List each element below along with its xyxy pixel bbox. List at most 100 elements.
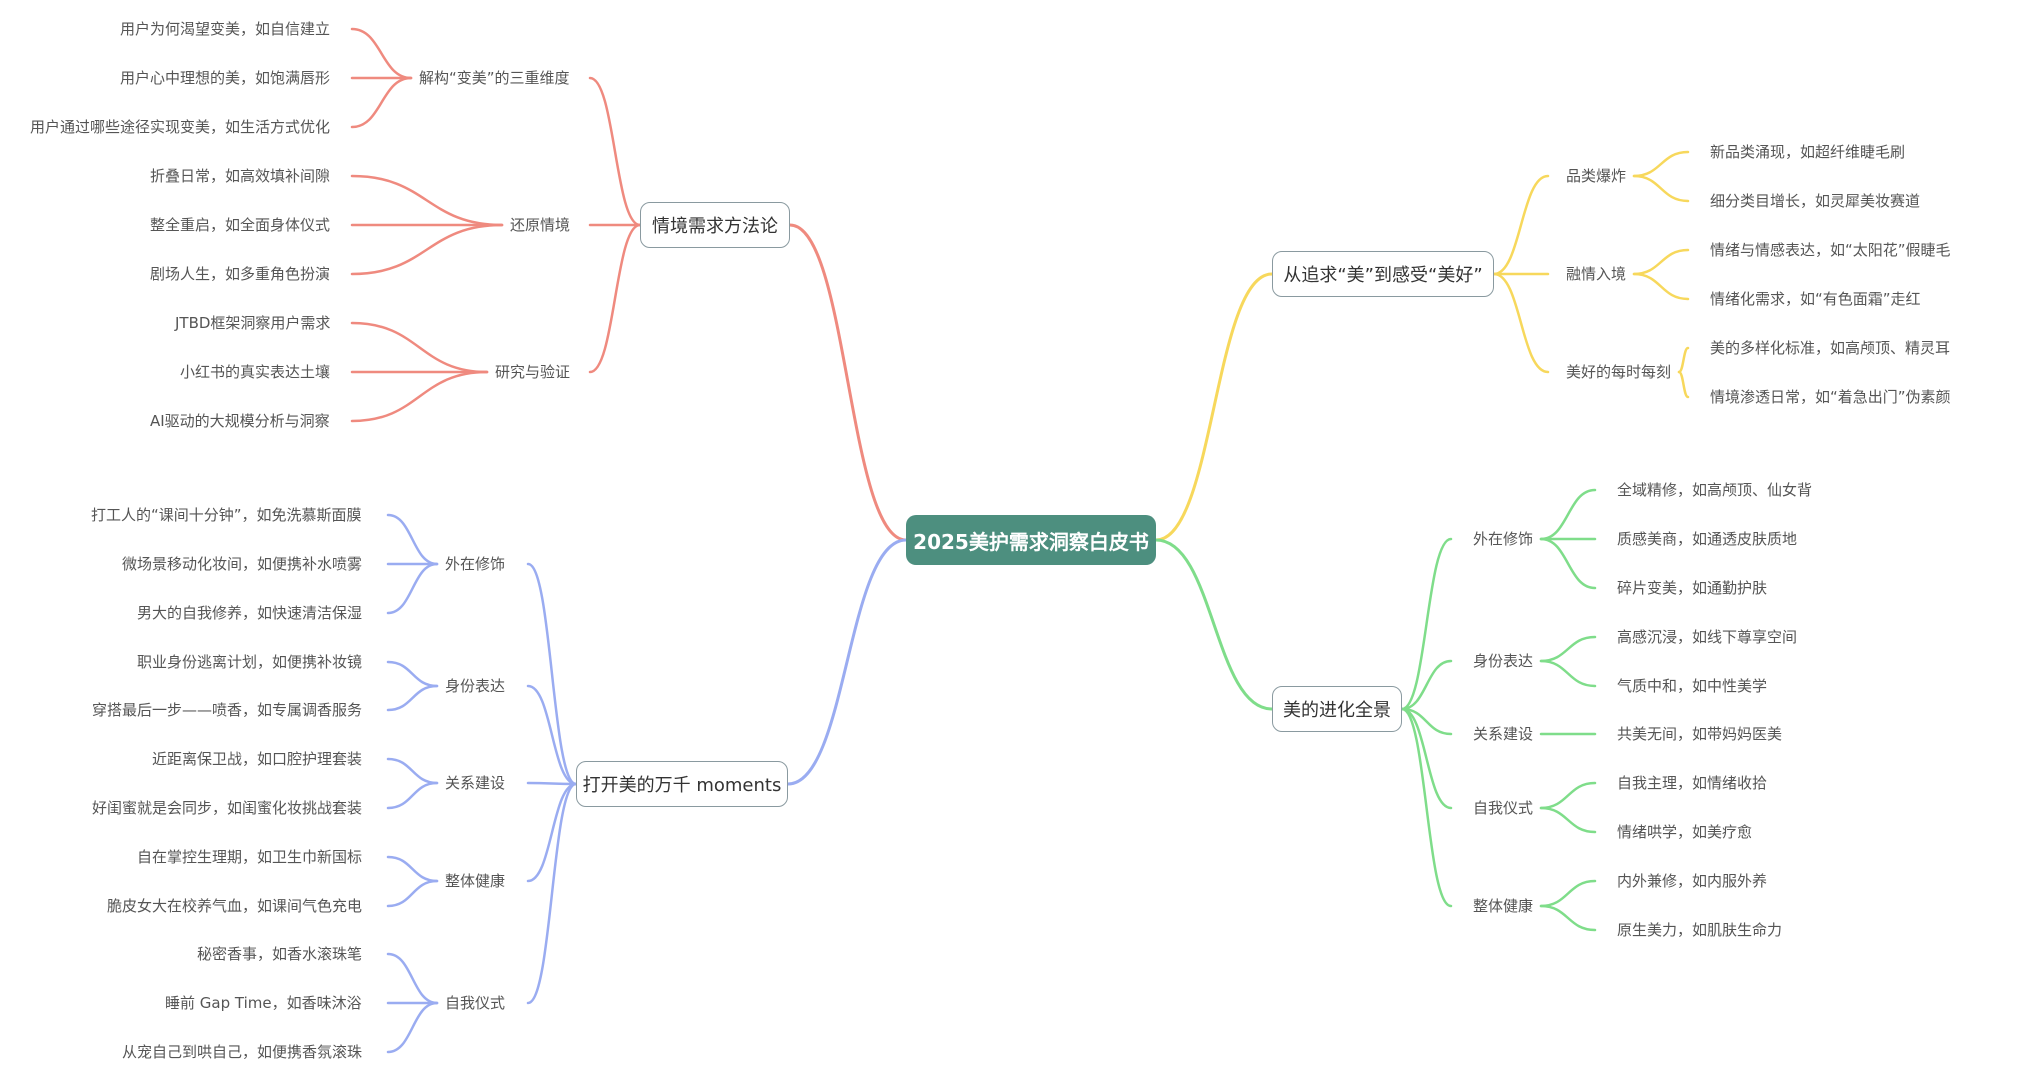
branch-2-sub-3-leaf-2-edge	[386, 781, 439, 810]
branch-2-sub-5-leaf-1-label: 秘密香事，如香水滚珠笔	[197, 945, 363, 963]
branch-4-sub-2-leaf-2-edge	[1539, 659, 1597, 688]
branch-1-sub-1-leaf-1-edge	[350, 27, 413, 80]
branch-2-sub-3-leaf-1-label: 近距离保卫战，如口腔护理套装	[152, 750, 363, 768]
branch-4-edge	[1154, 538, 1274, 711]
branch-4-sub-3-label: 关系建设	[1473, 725, 1534, 743]
branch-2-topic[interactable]: 打开美的万千 moments	[576, 761, 788, 807]
branch-2-sub-1-leaf-1-edge	[386, 513, 439, 566]
branch-3-sub-3-edge	[1492, 272, 1550, 374]
branch-4-sub-4-leaf-2-label: 情绪哄学，如美疗愈	[1617, 823, 1753, 841]
branch-4-sub-2-leaf-1-edge	[1539, 635, 1597, 663]
branch-2-sub-3-label: 关系建设	[445, 774, 506, 792]
branch-3-sub-1-leaf-2-label: 细分类目增长，如灵犀美妆赛道	[1710, 192, 1921, 210]
branch-2-sub-5-leaf-3-edge	[386, 1001, 439, 1054]
branch-1-sub-3-leaf-2-label: 小红书的真实表达土壤	[180, 363, 331, 381]
branch-2-sub-1-label: 外在修饰	[445, 555, 506, 573]
branch-4-sub-4-leaf-1-edge	[1539, 781, 1597, 810]
branch-1-sub-2-leaf-3-edge	[350, 223, 504, 276]
branch-2-sub-4-leaf-2-label: 脆皮女大在校养气血，如课间气色充电	[107, 897, 363, 915]
branch-2-sub-2-edge	[526, 684, 578, 786]
branch-4-sub-3-edge	[1400, 707, 1453, 736]
branch-2-sub-2-leaf-2-edge	[386, 684, 439, 712]
branch-4-sub-2-leaf-1-label: 高感沉浸，如线下尊享空间	[1617, 628, 1798, 646]
branch-3-edge	[1154, 272, 1274, 542]
branch-2-sub-5-leaf-1-edge	[386, 952, 439, 1005]
branch-3-sub-3-label: 美好的每时每刻	[1566, 363, 1672, 381]
branch-4-sub-5-leaf-1-edge	[1539, 879, 1597, 908]
branch-1-sub-2-label: 还原情境	[510, 216, 571, 234]
branch-3-sub-1-leaf-2-edge	[1632, 174, 1690, 203]
branch-2-edge	[786, 538, 908, 786]
branch-1-sub-3-edge	[588, 223, 642, 374]
branch-1-sub-1-label: 解构“变美”的三重维度	[419, 69, 570, 87]
branch-1-sub-2-leaf-1-label: 折叠日常，如高效填补间隙	[150, 167, 331, 185]
branch-3-sub-1-leaf-1-edge	[1632, 150, 1690, 178]
branch-4-sub-4-label: 自我仪式	[1473, 799, 1534, 817]
branch-2-sub-1-leaf-1-label: 打工人的“课间十分钟”，如免洗慕斯面膜	[91, 506, 362, 524]
branch-2-sub-2-leaf-1-edge	[386, 660, 439, 688]
branch-3-sub-1-label: 品类爆炸	[1566, 167, 1627, 185]
branch-3-sub-1-leaf-1-label: 新品类涌现，如超纤维睫毛刷	[1710, 143, 1906, 161]
branch-3-sub-3-leaf-1-edge	[1677, 346, 1690, 374]
branch-3-sub-2-leaf-1-edge	[1632, 248, 1690, 276]
branch-1-sub-1-leaf-3-edge	[350, 76, 413, 129]
branch-2-sub-5-edge	[526, 782, 578, 1005]
branch-4-sub-5-label: 整体健康	[1473, 897, 1534, 915]
branch-4-sub-4-leaf-1-label: 自我主理，如情绪收拾	[1617, 774, 1768, 792]
branch-1-sub-3-label: 研究与验证	[495, 363, 571, 381]
branch-1-edge	[788, 223, 908, 542]
branch-1-sub-2-leaf-2-label: 整全重启，如全面身体仪式	[150, 216, 331, 234]
branch-1-sub-2-leaf-1-edge	[350, 174, 504, 227]
branch-3-sub-3-leaf-2-edge	[1677, 370, 1690, 399]
branch-4-sub-2-edge	[1400, 659, 1453, 711]
branch-1-sub-1-leaf-2-label: 用户心中理想的美，如饱满唇形	[120, 69, 331, 87]
branch-4-sub-5-leaf-2-edge	[1539, 904, 1597, 932]
branch-4-sub-2-label: 身份表达	[1473, 652, 1534, 670]
branch-2-sub-5-label: 自我仪式	[445, 994, 506, 1012]
branch-4-sub-5-leaf-2-label: 原生美力，如肌肤生命力	[1617, 921, 1783, 939]
branch-2-sub-2-leaf-2-label: 穿搭最后一步——喷香，如专属调香服务	[92, 701, 363, 719]
branch-1-sub-3-leaf-3-edge	[350, 370, 489, 423]
branch-4-topic[interactable]: 美的进化全景	[1272, 686, 1402, 732]
branch-2-sub-4-label: 整体健康	[445, 872, 506, 890]
branch-4-sub-1-leaf-3-label: 碎片变美，如通勤护肤	[1617, 579, 1768, 597]
branch-4-sub-1-leaf-1-label: 全域精修，如高颅顶、仙女背	[1617, 481, 1813, 499]
branch-4-sub-5-leaf-1-label: 内外兼修，如内服外养	[1617, 872, 1768, 890]
branch-2-sub-2-leaf-1-label: 职业身份逃离计划，如便携补妆镜	[137, 653, 363, 671]
branch-2-sub-4-edge	[526, 782, 578, 883]
branch-1-topic[interactable]: 情境需求方法论	[640, 202, 790, 248]
branch-2-sub-4-leaf-2-edge	[386, 879, 439, 908]
branch-2-sub-4-leaf-1-label: 自在掌控生理期，如卫生巾新国标	[137, 848, 363, 866]
branch-3-sub-2-leaf-1-label: 情绪与情感表达，如“太阳花”假睫毛	[1710, 241, 1951, 259]
branch-2-sub-3-leaf-2-label: 好闺蜜就是会同步，如闺蜜化妆挑战套装	[92, 799, 363, 817]
branch-1-sub-3-leaf-1-label: JTBD框架洞察用户需求	[175, 314, 331, 332]
branch-1-sub-1-edge	[588, 76, 642, 227]
branch-4-sub-2-leaf-2-label: 气质中和，如中性美学	[1617, 677, 1768, 695]
branch-1-sub-3-leaf-1-edge	[350, 321, 489, 374]
branch-2-sub-3-edge	[526, 781, 578, 786]
branch-1-sub-2-leaf-3-label: 剧场人生，如多重角色扮演	[150, 265, 331, 283]
root-topic[interactable]: 2025美护需求洞察白皮书	[906, 515, 1156, 565]
branch-4-sub-4-leaf-2-edge	[1539, 806, 1597, 834]
branch-3-sub-2-leaf-2-edge	[1632, 272, 1690, 301]
branch-2-sub-3-leaf-1-edge	[386, 757, 439, 785]
branch-4-sub-3-leaf-1-label: 共美无间，如带妈妈医美	[1617, 725, 1783, 743]
branch-4-sub-5-edge	[1400, 707, 1453, 908]
branch-2-sub-4-leaf-1-edge	[386, 855, 439, 883]
branch-3-sub-1-edge	[1492, 174, 1550, 276]
branch-3-sub-2-leaf-2-label: 情绪化需求，如“有色面霜”走红	[1710, 290, 1921, 308]
branch-3-topic[interactable]: 从追求“美”到感受“美好”	[1272, 251, 1494, 297]
branch-4-sub-1-leaf-2-label: 质感美商，如通透皮肤质地	[1617, 530, 1798, 548]
branch-3-sub-2-label: 融情入境	[1566, 265, 1627, 283]
branch-1-sub-1-leaf-3-label: 用户通过哪些途径实现变美，如生活方式优化	[30, 118, 331, 136]
branch-1-sub-1-leaf-1-label: 用户为何渴望变美，如自信建立	[120, 20, 331, 38]
branch-4-sub-1-leaf-3-edge	[1539, 537, 1597, 590]
branch-2-sub-1-leaf-3-label: 男大的自我修养，如快速清洁保湿	[137, 604, 363, 622]
branch-2-sub-5-leaf-2-label: 睡前 Gap Time，如香味沐浴	[165, 994, 362, 1012]
branch-4-sub-4-edge	[1400, 707, 1453, 810]
branch-2-sub-1-leaf-2-label: 微场景移动化妆间，如便携补水喷雾	[122, 555, 363, 573]
branch-2-sub-5-leaf-3-label: 从宠自己到哄自己，如便携香氛滚珠	[122, 1043, 363, 1061]
branch-2-sub-1-leaf-3-edge	[386, 562, 439, 615]
